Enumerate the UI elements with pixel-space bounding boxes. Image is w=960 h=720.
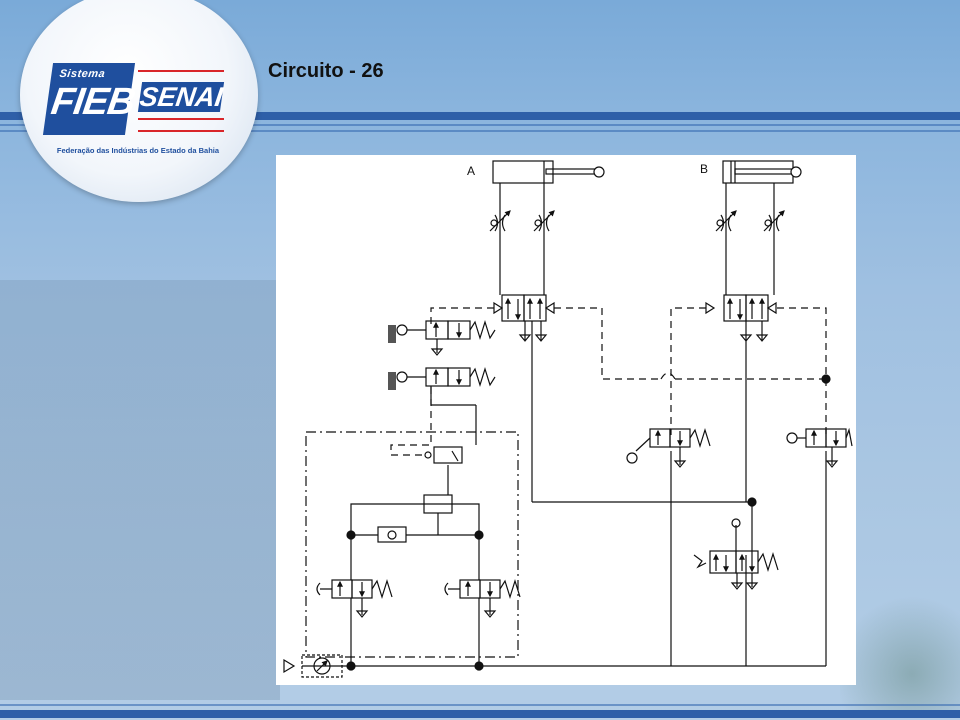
background-trees (840, 590, 960, 710)
push-button-valve-right (444, 535, 521, 618)
roller-valve-b1 (626, 427, 711, 468)
header-stripe (0, 130, 960, 132)
footer-bar (0, 710, 960, 718)
cylinder-a: A (467, 160, 605, 184)
roller-valve-a0 (388, 366, 496, 445)
roller-valve-a1 (388, 319, 496, 356)
two-hand-block-frame (305, 431, 519, 658)
logo-sistema-text: Sistema (58, 68, 107, 80)
directional-valve-a (493, 294, 555, 342)
flow-control-valves-a (489, 183, 555, 295)
directional-valve-b (705, 294, 777, 342)
logo-caption: Federação das Indústrias do Estado da Ba… (56, 146, 220, 155)
logo-fieb-text: FIEB (48, 81, 138, 123)
logo-fieb-block: Sistema FIEB (42, 63, 138, 135)
cylinder-b-label: B (700, 162, 708, 176)
junction-dot (346, 661, 356, 671)
shuttle-valve (351, 526, 479, 543)
slide-title: Circuito - 26 (268, 60, 384, 82)
header-bar (0, 112, 960, 120)
and-valve (350, 494, 480, 535)
junction-dot (474, 661, 484, 671)
logo-red-line (138, 130, 224, 132)
service-unit (283, 654, 343, 678)
diagram-panel: A B (276, 155, 856, 685)
timer-valve (424, 446, 463, 495)
header-stripe (0, 124, 960, 126)
pneumatic-circuit-diagram: A B (283, 160, 853, 678)
junction-dot (747, 497, 757, 507)
cylinder-b: B (700, 160, 802, 184)
start-valve (693, 518, 779, 590)
roller-valve-b0 (786, 427, 853, 468)
supply-lines (302, 321, 827, 667)
pilot-lines (390, 307, 827, 456)
cylinder-a-label: A (467, 164, 475, 178)
footer-stripe (0, 704, 960, 706)
logo-red-line (138, 118, 224, 120)
logo-senai-text: SENAI (137, 82, 225, 112)
push-button-valve-left (316, 535, 393, 618)
background-building (0, 280, 280, 700)
logo-red-line (138, 70, 224, 72)
flow-control-valves-b (715, 183, 785, 295)
pilot-junction (821, 374, 831, 384)
